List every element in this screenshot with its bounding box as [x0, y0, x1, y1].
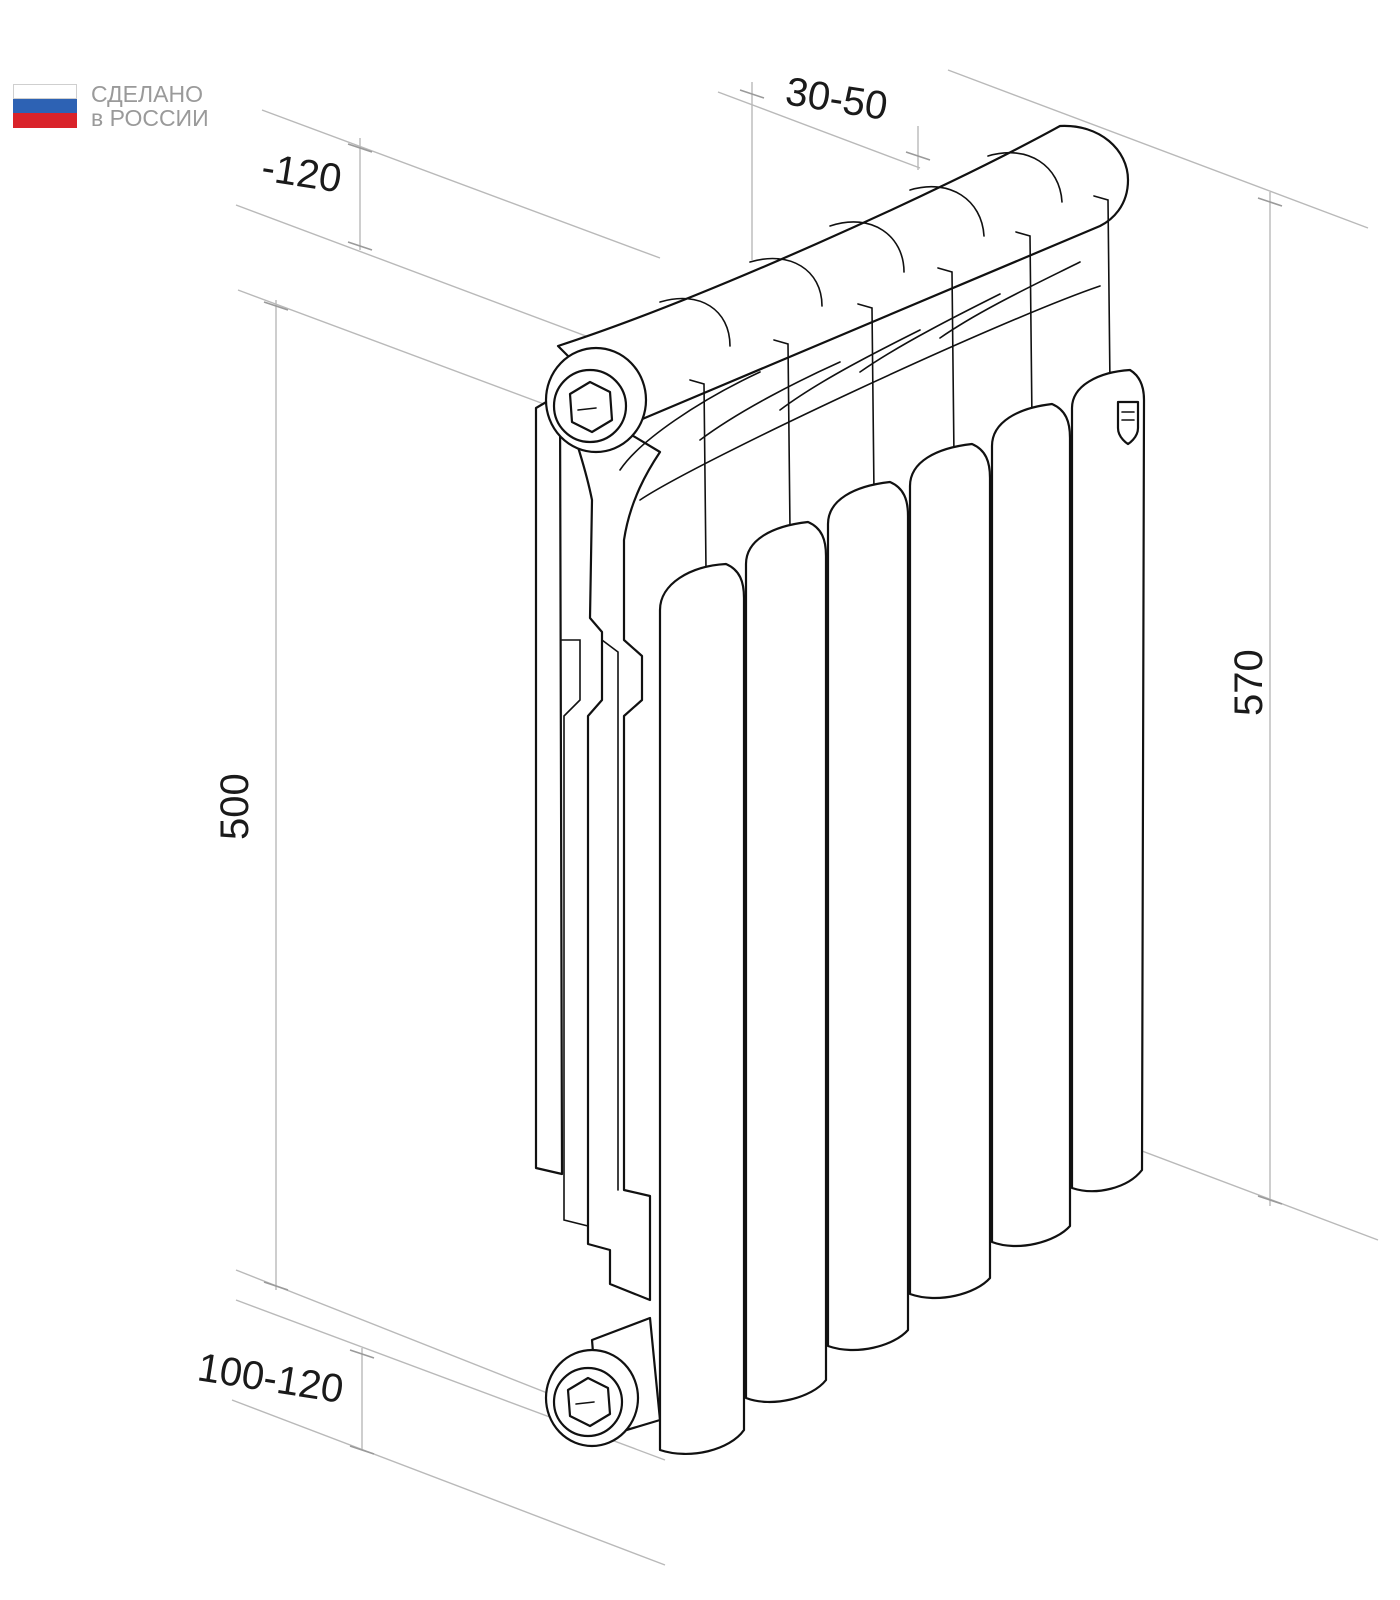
- radiator-section-5: [990, 402, 1072, 1248]
- made-in-russia-badge: СДЕЛАНО в РОССИИ: [13, 82, 253, 134]
- badge-line-1: СДЕЛАНО: [91, 81, 203, 107]
- badge-line-2: в РОССИИ: [91, 105, 209, 131]
- radiator-section-3: [826, 480, 910, 1352]
- radiator: [534, 124, 1146, 1455]
- cooling-fins: [619, 195, 1111, 571]
- manifold-ridges: [659, 151, 1063, 347]
- radiator-side-profile: [558, 390, 662, 1302]
- top-manifold: [556, 124, 1130, 422]
- dimension-lines: [231, 69, 1379, 1566]
- top-plug-icon: [544, 346, 648, 454]
- radiator-section-2: [744, 520, 828, 1404]
- radiator-sections: [658, 368, 1146, 1455]
- radiator-rear-plate: [534, 392, 564, 1176]
- bottom-plug-icon: [544, 1348, 640, 1448]
- dim-label-bottom-depth: 100-120: [195, 1345, 347, 1411]
- dim-label-top-depth: -120: [259, 145, 345, 201]
- radiator-section-4: [908, 442, 992, 1300]
- badge-label: СДЕЛАНО в РОССИИ: [91, 82, 209, 130]
- dim-label-total-height: 570: [1227, 649, 1271, 716]
- dim-label-pipe-gap: 30-50: [783, 69, 891, 128]
- radiator-section-6: [1070, 368, 1146, 1193]
- dim-label-axis-height: 500: [213, 773, 257, 840]
- brand-logo-icon: [1116, 400, 1140, 446]
- radiator-section-1: [658, 562, 746, 1455]
- russia-flag-icon: [13, 84, 77, 128]
